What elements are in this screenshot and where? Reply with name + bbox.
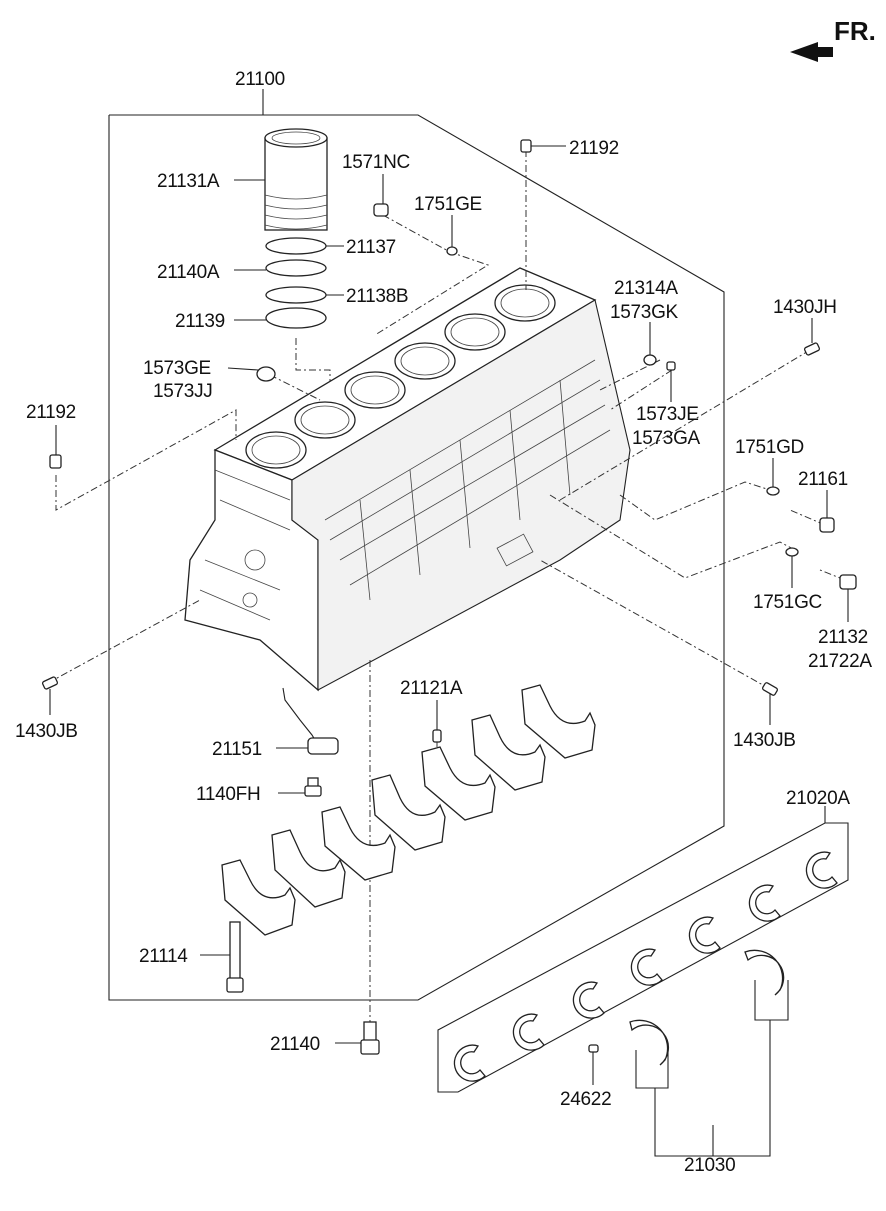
callout-21140: 21140 (270, 1034, 320, 1055)
front-direction-indicator: FR. (790, 16, 876, 62)
cylinder-block (184, 267, 631, 692)
block-assembly-boundary (108, 89, 725, 1001)
callout-1571NC: 1571NC (342, 152, 410, 173)
bearing-shells (453, 851, 838, 1082)
plug-21132 (839, 574, 857, 622)
callout-labels: 21100 21192 21131A 1571NC 1751GE 21137 2… (15, 69, 873, 1176)
cylinder-liner (264, 128, 328, 231)
plug-1571NC (373, 174, 389, 217)
bearing-cap-2 (271, 829, 346, 908)
small-parts (41, 139, 857, 1085)
pin-1430JB-right (762, 682, 778, 725)
bolt-1140FH (278, 777, 322, 797)
callout-21161: 21161 (798, 469, 848, 490)
callout-1573GE: 1573GE (143, 358, 211, 379)
cylinder-bore-set (245, 284, 556, 469)
callout-21114: 21114 (139, 946, 188, 967)
dowel-pin-left (49, 425, 62, 469)
callout-21030: 21030 (684, 1155, 735, 1176)
callout-21722A: 21722A (808, 651, 872, 672)
bearing-cap-7 (521, 684, 596, 759)
callout-1430JB-right: 1430JB (733, 730, 796, 751)
o-ring-21138B (265, 286, 327, 304)
callout-21132: 21132 (818, 627, 868, 648)
callout-1573GA: 1573GA (632, 428, 701, 449)
callout-21020A: 21020A (786, 788, 850, 809)
front-arrow-icon (790, 42, 833, 62)
front-direction-label: FR. (834, 16, 876, 46)
callout-21192-top: 21192 (569, 138, 619, 159)
bearing-cap-6 (471, 714, 546, 791)
callout-21138B: 21138B (346, 286, 408, 307)
callout-21140A: 21140A (157, 262, 220, 283)
bearing-cap-1 (221, 859, 296, 936)
bearing-cap-3 (321, 806, 396, 881)
callout-21151: 21151 (212, 739, 262, 760)
cylinder-liner-group (234, 128, 344, 400)
callout-1430JB-left: 1430JB (15, 721, 78, 742)
bearing-cap-4 (371, 774, 446, 851)
gasket-1751GE (446, 215, 458, 256)
plug-21161 (819, 490, 835, 533)
gasket-1751GD (766, 458, 780, 496)
callout-21131A: 21131A (157, 171, 220, 192)
callout-1751GE: 1751GE (414, 194, 482, 215)
bearing-cap-5 (421, 746, 496, 821)
dowel-pin-top (520, 139, 566, 153)
oil-jet-21151 (276, 687, 339, 755)
pin-1573JE (666, 361, 676, 402)
bearing-shell-set (437, 806, 849, 1093)
callout-1140FH: 1140FH (196, 784, 260, 805)
callout-1573GK: 1573GK (610, 302, 679, 323)
callout-21137: 21137 (346, 237, 396, 258)
callout-24622: 24622 (560, 1089, 611, 1110)
callout-1751GD: 1751GD (735, 437, 804, 458)
gasket-1751GC (785, 547, 799, 588)
plug-1573GE (227, 366, 276, 382)
plug-21314A (643, 322, 657, 366)
callout-1573JJ: 1573JJ (153, 381, 212, 402)
callout-1430JH: 1430JH (773, 297, 837, 318)
pin-21121A (432, 700, 442, 743)
callout-21121A: 21121A (400, 678, 463, 699)
o-ring-21137 (265, 237, 327, 255)
callout-1751GC: 1751GC (753, 592, 822, 613)
main-bearing-caps (221, 684, 596, 936)
thrust-washer-set (629, 949, 789, 1157)
bolt-21114 (200, 921, 244, 993)
bolt-21140 (335, 1021, 380, 1055)
callout-1573JE: 1573JE (636, 404, 699, 425)
callout-21100: 21100 (235, 69, 285, 90)
pin-1430JH (803, 318, 821, 356)
o-ring-21140A (265, 259, 327, 277)
o-ring-21139 (265, 307, 327, 329)
callout-21314A: 21314A (614, 278, 678, 299)
pin-1430JB-left (41, 676, 59, 715)
pin-24622 (588, 1044, 599, 1085)
callout-21139: 21139 (175, 311, 225, 332)
callout-21192-left: 21192 (26, 402, 76, 423)
